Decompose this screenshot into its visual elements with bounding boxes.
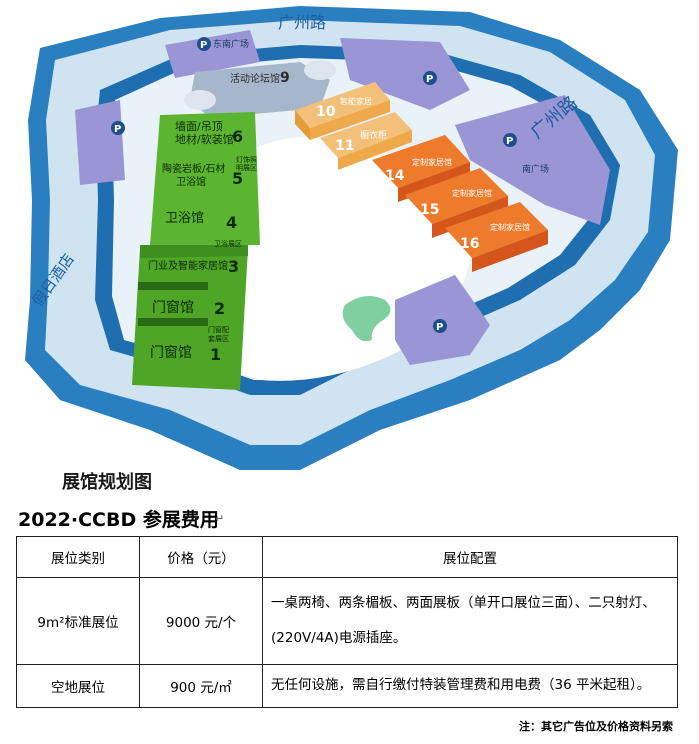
header-config: 展位配置 xyxy=(262,536,678,578)
table-row: 9m²标准展位 9000 元/个 一桌两椅、两条楣板、两面展板（单开口展位三面）… xyxy=(16,577,678,665)
pond xyxy=(342,296,391,342)
hall-4-number: 4 xyxy=(226,213,237,232)
hall-2-number: 2 xyxy=(214,299,225,318)
hall-16-number: 16 xyxy=(460,236,479,252)
forum-number: 9 xyxy=(280,70,290,86)
row-type: 空地展位 xyxy=(16,664,140,708)
svg-text:P: P xyxy=(114,124,121,135)
hall-15-number: 15 xyxy=(420,202,439,218)
hall-14-number: 14 xyxy=(385,168,405,184)
parking-icon: P xyxy=(111,121,125,135)
building-top-left xyxy=(165,30,260,78)
forum-label: 活动论坛馆 xyxy=(230,72,280,85)
lighting-area-label: 灯饰照 xyxy=(236,155,257,164)
hall-11-roof xyxy=(320,112,412,158)
hall-divider xyxy=(140,245,248,258)
table-row: 空地展位 900 元/㎡ 无任何设施，需自行缴付特装管理费和用电费（36 平米起… xyxy=(16,664,678,708)
venue-map: 活动论坛馆 9 墙面/吊顶 地材/软装馆 6 陶瓷岩板/石材 卫浴馆 5 灯饰照… xyxy=(25,6,678,470)
hall-15-roof xyxy=(405,168,508,224)
hall-block-upper xyxy=(150,112,260,245)
hall-3-number: 3 xyxy=(228,257,239,276)
hall-14-name: 定制家居馆 xyxy=(412,157,452,167)
row-price: 9000 元/个 xyxy=(139,577,263,665)
row-price: 900 元/㎡ xyxy=(139,664,263,708)
hall-10-side xyxy=(295,110,310,140)
hall-strip-2 xyxy=(138,318,208,326)
door-accessory-label-1: 门窗配 xyxy=(208,325,229,334)
fees-note: 注：其它广告位及价格资料另索 xyxy=(519,720,673,733)
parking-icon: P xyxy=(503,133,517,147)
hall-4-name: 卫浴馆 xyxy=(165,211,204,226)
hall-16-name: 定制家居馆 xyxy=(490,222,530,232)
hall-11-name: 橱衣柜 xyxy=(360,129,387,141)
hall-5-number: 5 xyxy=(232,169,243,188)
hall-11-number: 11 xyxy=(335,138,354,154)
hall-6-number: 6 xyxy=(232,127,243,146)
east-plaza-label: 东南广场 xyxy=(213,38,249,50)
hall-6-name-line1: 墙面/吊顶 xyxy=(175,119,223,133)
fees-table: 展位类别 价格（元） 展位配置 9m²标准展位 9000 元/个 一桌两椅、两条… xyxy=(16,536,678,708)
header-price: 价格（元） xyxy=(139,536,263,578)
hall-1-number: 1 xyxy=(210,345,221,364)
parking-icon: P xyxy=(433,319,447,333)
hall-strip-1 xyxy=(138,282,208,290)
row-config: 无任何设施，需自行缴付特装管理费和用电费（36 平米起租）。 xyxy=(262,664,678,708)
svg-text:P: P xyxy=(436,322,443,333)
forum-dome-right xyxy=(304,60,336,80)
map-caption: 展馆规划图 xyxy=(62,472,152,493)
door-accessory-label-2: 套展区 xyxy=(208,334,229,343)
hall-10-number: 10 xyxy=(316,104,336,120)
building-top-right xyxy=(340,38,470,110)
paragraph-mark: ↵ xyxy=(215,512,225,525)
hall-1-name: 门窗馆 xyxy=(150,344,192,361)
road-label-top: 广州路 xyxy=(278,13,326,32)
hall-5-name-line1: 陶瓷岩板/石材 xyxy=(162,162,225,175)
row-config: 一桌两椅、两条楣板、两面展板（单开口展位三面）、二只射灯、(220V/4A)电源… xyxy=(262,577,678,665)
hall-11-front xyxy=(338,130,412,170)
parking-icon: P xyxy=(197,37,211,51)
forum-dome-left xyxy=(184,90,216,110)
header-type: 展位类别 xyxy=(16,536,140,578)
hall-10-name: 智能家居 xyxy=(340,96,372,106)
bath-area-label: 卫浴展区 xyxy=(214,239,242,248)
building-left xyxy=(75,100,125,185)
row-type: 9m²标准展位 xyxy=(16,577,140,665)
hall-16-roof xyxy=(445,202,548,258)
svg-text:P: P xyxy=(200,40,207,51)
hall-15-name: 定制家居馆 xyxy=(452,188,492,198)
hall-10-front xyxy=(310,100,390,140)
hall-5-name-line2: 卫浴馆 xyxy=(176,175,206,188)
building-south-plaza xyxy=(455,95,610,225)
hall-14-roof xyxy=(372,135,470,188)
south-plaza-label: 南广场 xyxy=(522,163,549,175)
fees-title: 2022·CCBD 参展费用 xyxy=(18,509,219,531)
lighting-area-label-2: 明展区 xyxy=(236,164,257,172)
hall-2-name: 门窗馆 xyxy=(152,299,194,316)
hall-16-front xyxy=(472,230,548,272)
table-header-row: 展位类别 价格（元） 展位配置 xyxy=(16,536,678,578)
hall-6-name-line2: 地材/软装馆 xyxy=(175,132,234,146)
svg-text:P: P xyxy=(426,74,433,85)
hall-3-name: 门业及智能家居馆 xyxy=(148,259,228,272)
parking-icon: P xyxy=(423,71,437,85)
hall-10-roof xyxy=(295,82,390,128)
forum-hall xyxy=(190,62,330,118)
svg-text:P: P xyxy=(506,136,513,147)
